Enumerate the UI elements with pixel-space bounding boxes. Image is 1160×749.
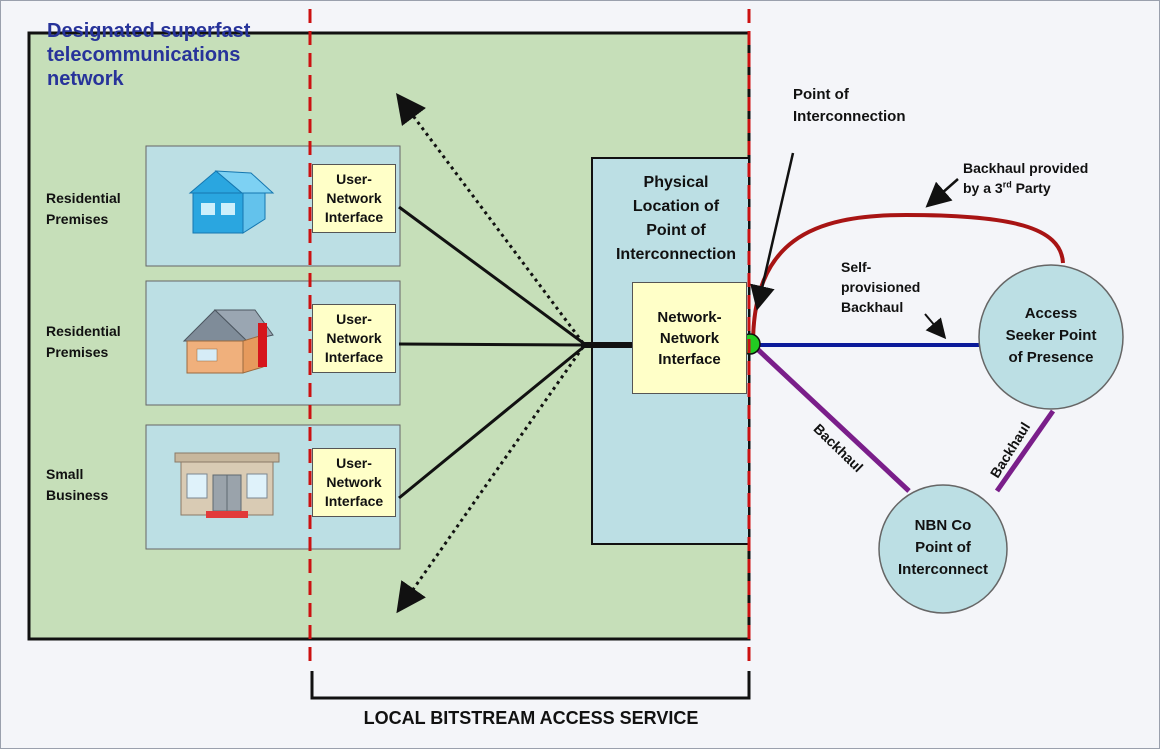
nbn-backhaul-line-1: [751, 343, 911, 493]
third-party-pointer-arrow: [925, 178, 959, 208]
access-seeker-label: Access Seeker Point of Presence: [1005, 305, 1097, 366]
physical-location-label: Physical Location of Point of Interconne…: [615, 174, 736, 263]
user-network-interface-1: User- Network Interface: [312, 164, 396, 233]
self-provisioned-label: Self- provisioned Backhaul: [841, 259, 921, 315]
network-title: Designated superfast telecommunications …: [47, 20, 251, 90]
premise-label-3: Small Business: [46, 466, 109, 503]
third-party-backhaul-line: [751, 212, 1065, 346]
uni-link-3: [398, 343, 587, 500]
dotted-arrow-down: [396, 346, 585, 614]
nbn-co-circle: [878, 484, 1008, 614]
access-seeker-circle: [978, 264, 1124, 410]
nbn-co-label: NBN Co Point of Interconnect: [897, 517, 988, 578]
self-provisioned-pointer-arrow: [924, 313, 947, 340]
dotted-arrow-up: [396, 92, 585, 344]
uni-link-2: [398, 342, 587, 347]
house-brick-icon: [182, 309, 274, 374]
network-network-interface: Network- Network Interface: [632, 282, 747, 394]
user-network-interface-2: User- Network Interface: [312, 304, 396, 373]
nbn-backhaul-line-2: [994, 409, 1056, 493]
poi-pointer-arrow: [750, 152, 795, 311]
poi-label: Point of Interconnection: [793, 86, 906, 125]
premise-label-1: Residential Premises: [46, 190, 121, 227]
shopfront-icon: [174, 452, 280, 518]
premise-label-2: Residential Premises: [46, 323, 121, 360]
third-party-backhaul-label: Backhaul provided by a 3rd Party: [963, 160, 1089, 196]
uni-link-1: [398, 205, 587, 347]
service-footer-title: LOCAL BITSTREAM ACCESS SERVICE: [363, 708, 699, 728]
user-network-interface-3: User- Network Interface: [312, 448, 396, 517]
house-blue-icon: [188, 170, 275, 234]
service-bracket: [310, 671, 751, 700]
